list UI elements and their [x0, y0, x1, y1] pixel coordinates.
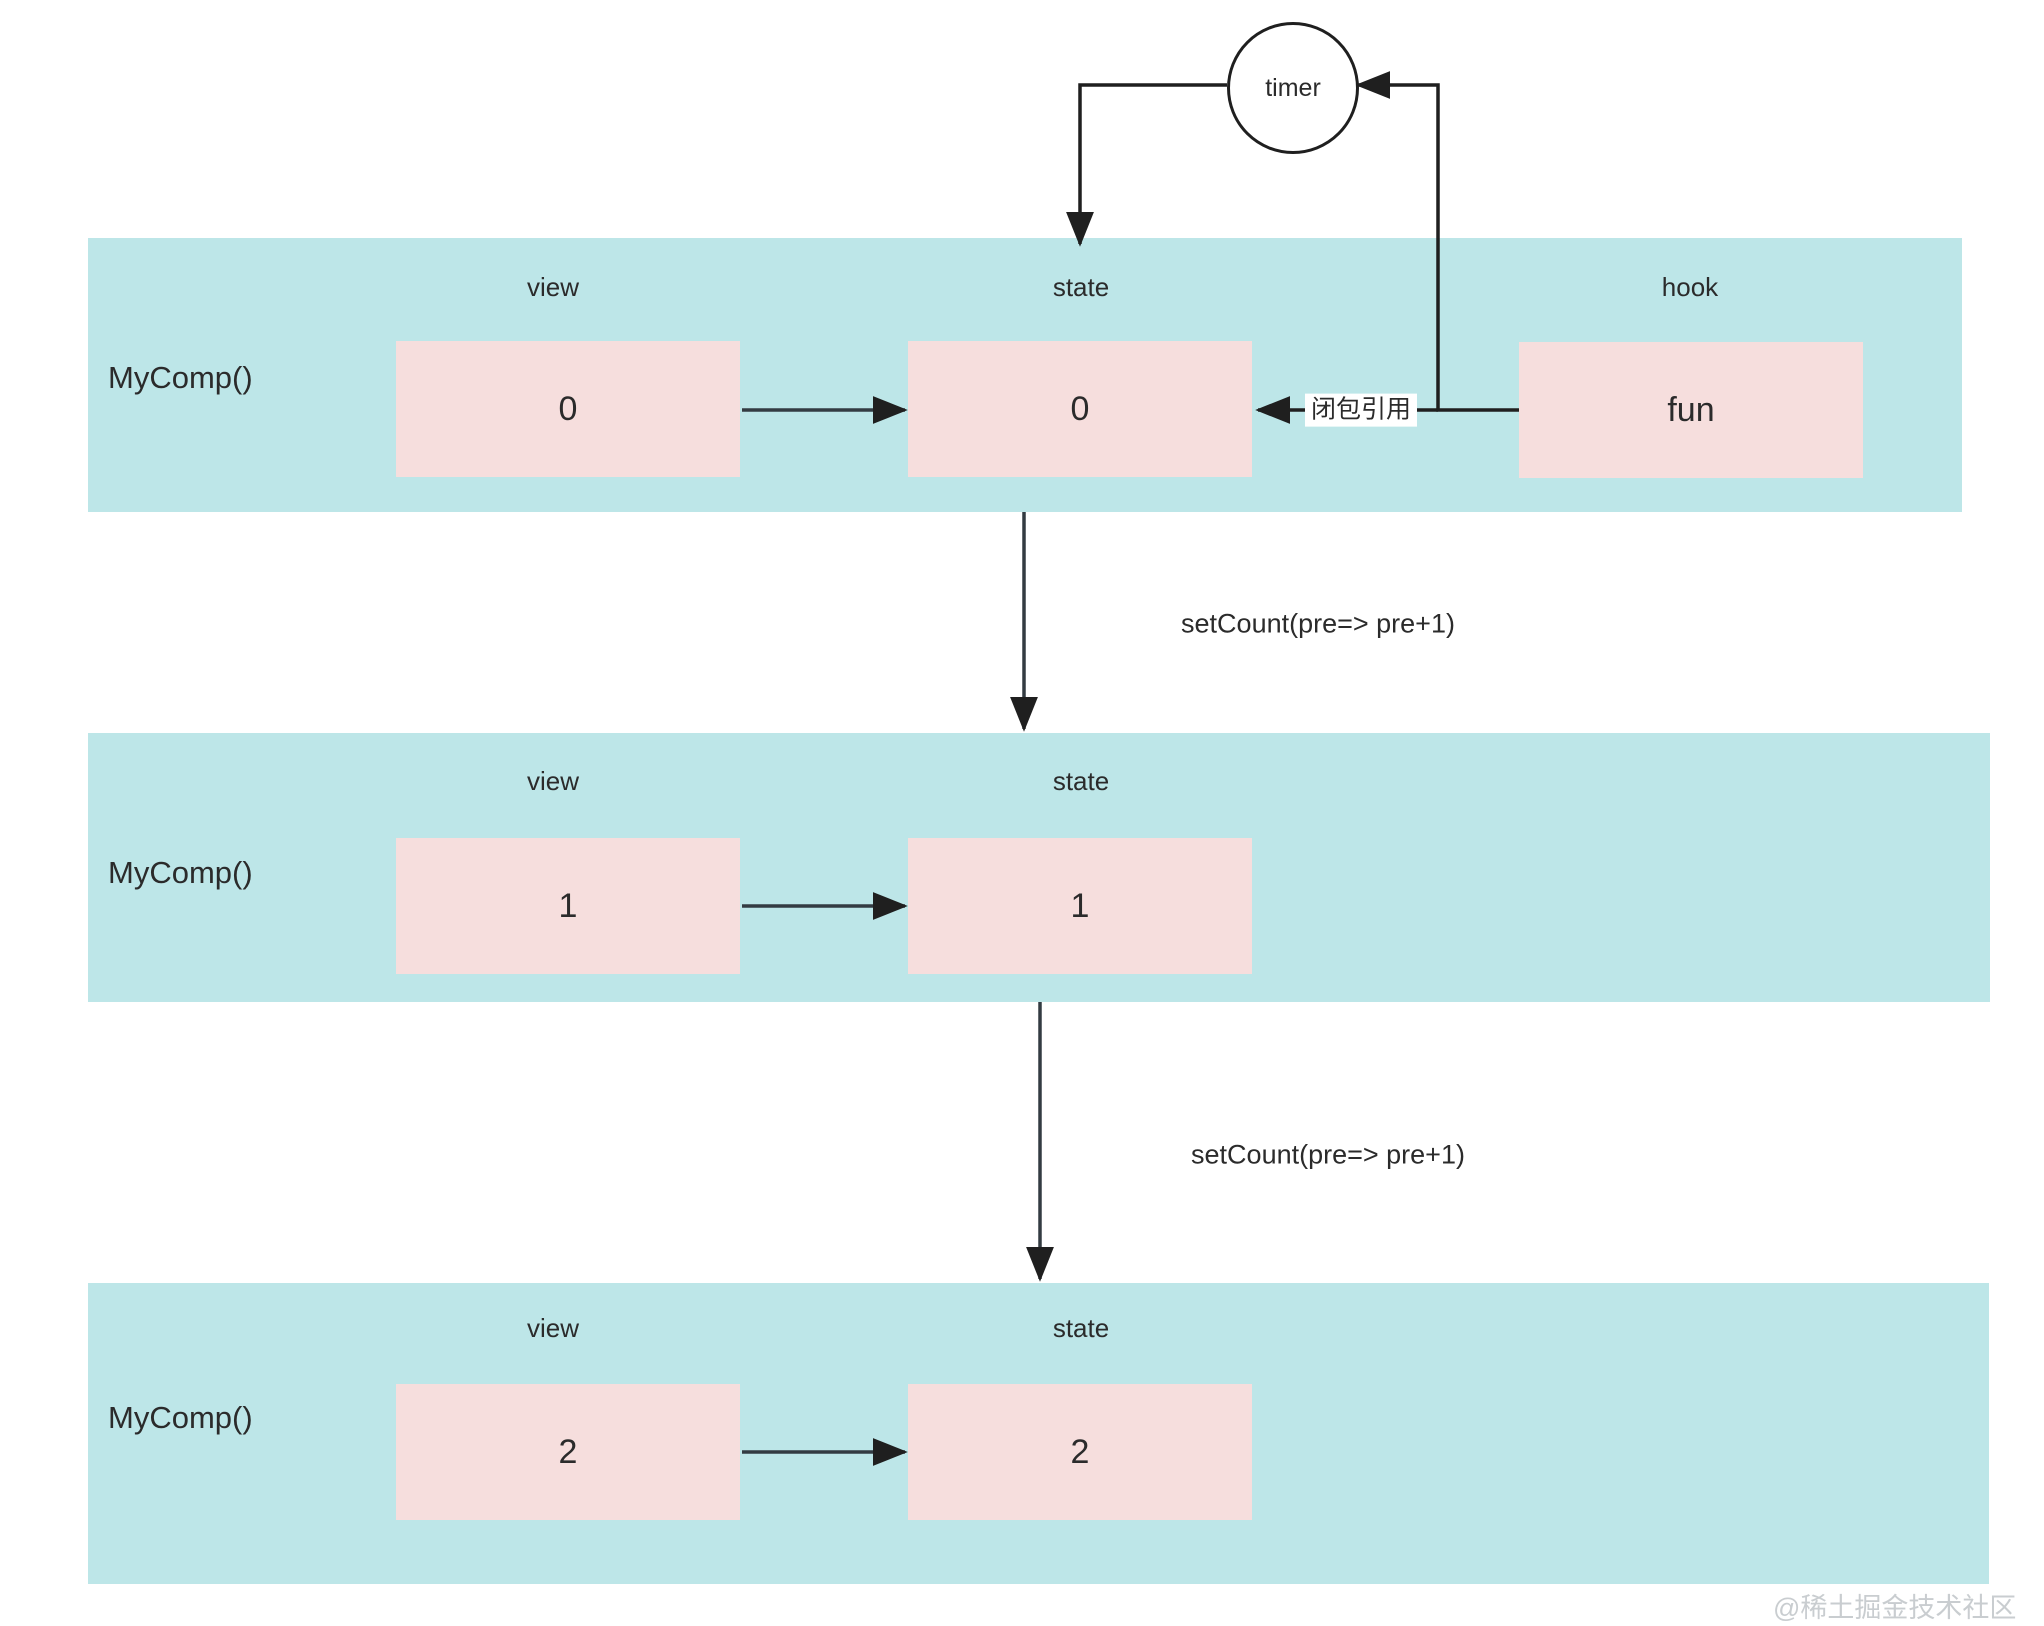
column-header-hook-band-1: hook [1661, 272, 1719, 302]
column-header-state-band-2: state [1052, 766, 1110, 796]
view-box-band-1[interactable]: 0 [396, 341, 740, 477]
view-box-band-3[interactable]: 2 [396, 1384, 740, 1520]
state-value-band-3: 2 [1070, 1432, 1090, 1471]
timer-label: timer [1265, 73, 1321, 102]
view-value-band-2: 1 [558, 886, 578, 925]
column-header-state-band-3: state [1052, 1313, 1110, 1343]
column-header-view-band-3: view [526, 1313, 580, 1343]
edge-label-closure-reference: 闭包引用 [1304, 393, 1418, 427]
watermark: @稀土掘金技术社区 [1773, 1593, 2017, 1623]
state-box-band-2[interactable]: 1 [908, 838, 1252, 974]
edge-timer-to-state [1066, 83, 1227, 247]
component-label-band-2: MyComp() [108, 855, 253, 890]
column-header-view-band-1: view [526, 272, 580, 302]
state-box-band-3[interactable]: 2 [908, 1384, 1252, 1520]
component-label-band-3: MyComp() [108, 1400, 253, 1435]
state-value-band-1: 0 [1070, 389, 1090, 428]
state-value-band-2: 1 [1070, 886, 1090, 925]
edge-label-set-count-1: setCount(pre=> pre+1) [1181, 608, 1455, 639]
view-box-band-2[interactable]: 1 [396, 838, 740, 974]
timer-node[interactable]: timer [1227, 22, 1359, 154]
component-label-band-1: MyComp() [108, 360, 253, 395]
hook-value-band-1: fun [1667, 390, 1715, 429]
hook-box-band-1[interactable]: fun [1519, 342, 1863, 478]
column-header-state-band-1: state [1052, 272, 1110, 302]
edge-label-set-count-2: setCount(pre=> pre+1) [1191, 1139, 1465, 1170]
column-header-view-band-2: view [526, 766, 580, 796]
view-value-band-1: 0 [558, 389, 578, 428]
view-value-band-3: 2 [558, 1432, 578, 1471]
state-box-band-1[interactable]: 0 [908, 341, 1252, 477]
